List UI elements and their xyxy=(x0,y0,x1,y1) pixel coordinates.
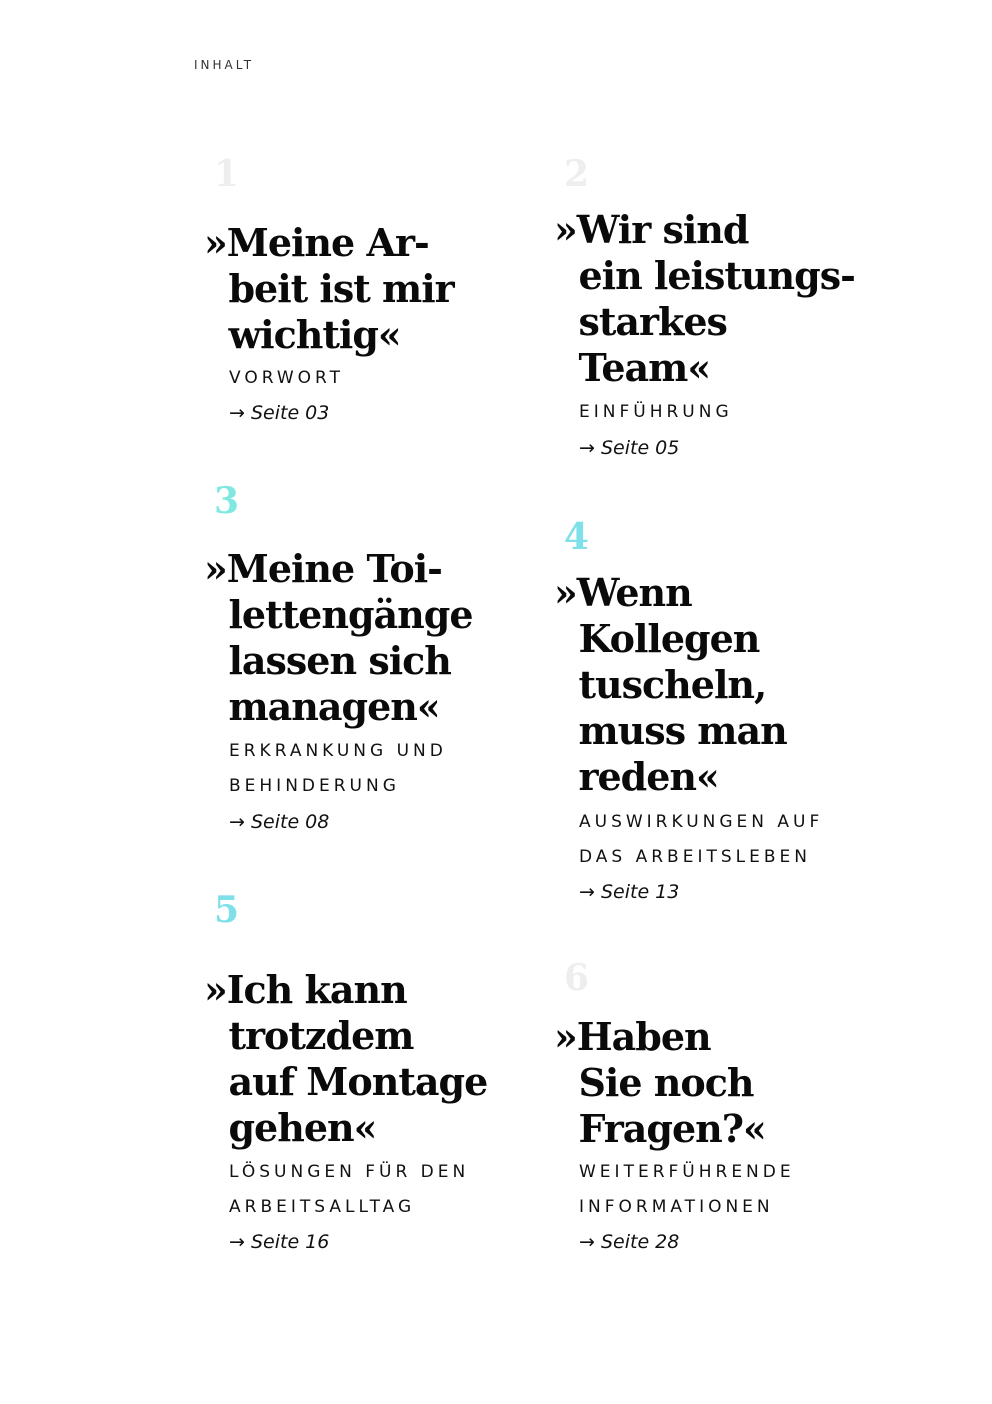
chapter-number: 6 xyxy=(564,957,590,999)
page-reference-link[interactable]: → Seite 08 xyxy=(229,811,330,833)
section-header: INHALT xyxy=(194,58,255,72)
page-reference-link[interactable]: → Seite 03 xyxy=(229,402,330,424)
page-reference-link[interactable]: → Seite 16 xyxy=(229,1231,330,1253)
page-reference-link[interactable]: → Seite 28 xyxy=(579,1231,680,1253)
chapter-title[interactable]: »Meine Toi- lettengänge lassen sich mana… xyxy=(204,546,474,729)
chapter-number: 4 xyxy=(564,516,590,558)
chapter-subtitle: ERKRANKUNG UND BEHINDERUNG xyxy=(229,741,447,796)
chapter-number: 5 xyxy=(214,889,240,931)
chapter-subtitle: WEITERFÜHRENDE INFORMATIONEN xyxy=(579,1162,795,1217)
chapter-subtitle: AUSWIRKUNGEN AUF DAS ARBEITSLEBEN xyxy=(579,812,824,867)
page-reference-link[interactable]: → Seite 05 xyxy=(579,437,680,459)
chapter-number: 1 xyxy=(214,153,240,195)
chapter-title[interactable]: »Wir sind ein leistungs- starkes Team« xyxy=(554,207,856,390)
chapter-number: 2 xyxy=(564,153,590,195)
chapter-title[interactable]: »Wenn Kollegen tuscheln, muss man reden« xyxy=(554,570,788,799)
page-reference-link[interactable]: → Seite 13 xyxy=(579,881,680,903)
chapter-title[interactable]: »Haben Sie noch Fragen?« xyxy=(554,1014,767,1151)
chapter-subtitle: LÖSUNGEN FÜR DEN ARBEITSALLTAG xyxy=(229,1162,470,1217)
chapter-subtitle: VORWORT xyxy=(229,368,344,388)
chapter-subtitle: EINFÜHRUNG xyxy=(579,402,733,422)
chapter-number: 3 xyxy=(214,480,240,522)
chapter-title[interactable]: »Ich kann trotzdem auf Montage gehen« xyxy=(204,967,488,1150)
chapter-title[interactable]: »Meine Ar- beit ist mir wichtig« xyxy=(204,220,455,357)
